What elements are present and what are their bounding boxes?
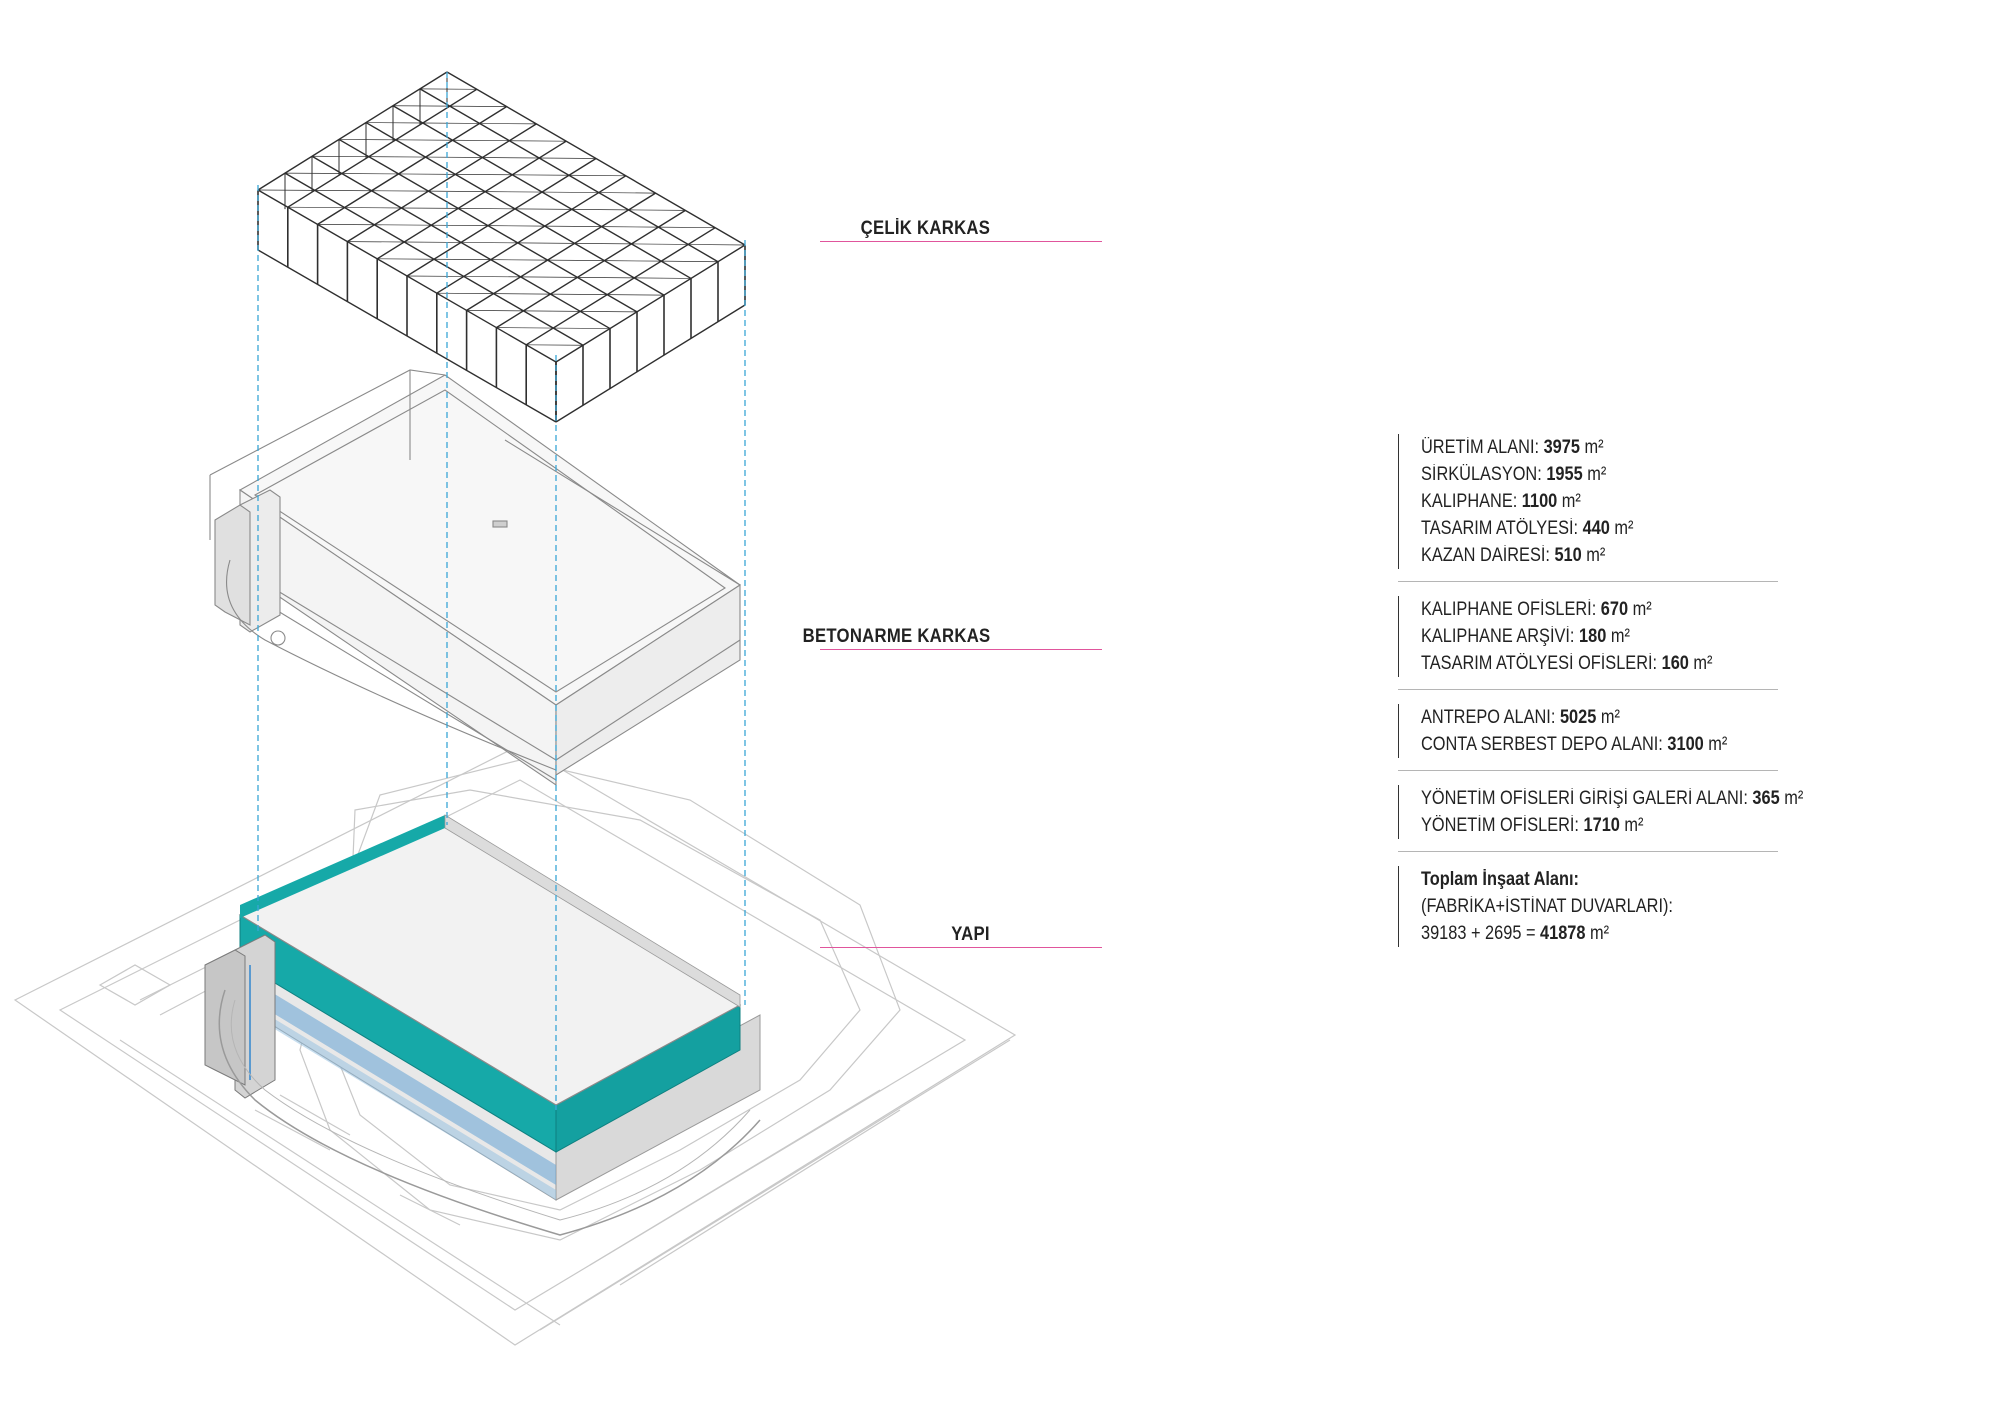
stat-row: ANTREPO ALANI: 5025 m² [1421,707,1620,728]
stat-row: KAZAN DAİRESİ: 510 m² [1421,545,1606,566]
building-label-line [820,947,1102,948]
total-expression: 39183 + 2695 = 41878 m² [1421,923,1610,944]
stat-row: SİRKÜLASYON: 1955 m² [1421,464,1607,485]
total-subtitle: (FABRİKA+İSTİNAT DUVARLARI): [1421,896,1673,917]
divider [1398,770,1778,771]
stat-row: YÖNETİM OFİSLERİ: 1710 m² [1421,815,1644,836]
stat-row: ÜRETİM ALANI: 3975 m² [1421,437,1604,458]
stat-row: YÖNETİM OFİSLERİ GİRİŞİ GALERİ ALANI: 36… [1421,788,1804,809]
stats-group-offices: KALIPHANE OFİSLERİ: 670 m² KALIPHANE ARŞ… [1398,596,1778,677]
stats-group-total: Toplam İnşaat Alanı: (FABRİKA+İSTİNAT DU… [1398,866,1778,947]
building-label: YAPI [951,924,990,945]
steel-frame-label-line [820,241,1102,242]
stat-row: KALIPHANE ARŞİVİ: 180 m² [1421,626,1630,647]
divider [1398,581,1778,582]
stats-group-management: YÖNETİM OFİSLERİ GİRİŞİ GALERİ ALANI: 36… [1398,785,1804,839]
stats-group-storage: ANTREPO ALANI: 5025 m² CONTA SERBEST DEP… [1398,704,1778,758]
divider [1398,689,1778,690]
concrete-frame-label: BETONARME KARKAS [802,626,990,647]
building-model [204,814,761,1236]
concrete-frame-label-line [820,649,1102,650]
stat-row: KALIPHANE OFİSLERİ: 670 m² [1421,599,1652,620]
total-title: Toplam İnşaat Alanı: [1421,869,1579,890]
stat-row: CONTA SERBEST DEPO ALANI: 3100 m² [1421,734,1728,755]
stat-row: KALIPHANE: 1100 m² [1421,491,1581,512]
concrete-frame-model [209,369,741,787]
stat-row: TASARIM ATÖLYESİ: 440 m² [1421,518,1634,539]
steel-frame-model [257,71,746,423]
steel-frame-label: ÇELİK KARKAS [860,218,990,239]
stats-group-production: ÜRETİM ALANI: 3975 m² SİRKÜLASYON: 1955 … [1398,434,1778,569]
area-statistics: ÜRETİM ALANI: 3975 m² SİRKÜLASYON: 1955 … [1398,434,1804,947]
stat-row: TASARIM ATÖLYESİ OFİSLERİ: 160 m² [1421,653,1713,674]
divider [1398,851,1778,852]
projection-lines [257,72,746,1110]
